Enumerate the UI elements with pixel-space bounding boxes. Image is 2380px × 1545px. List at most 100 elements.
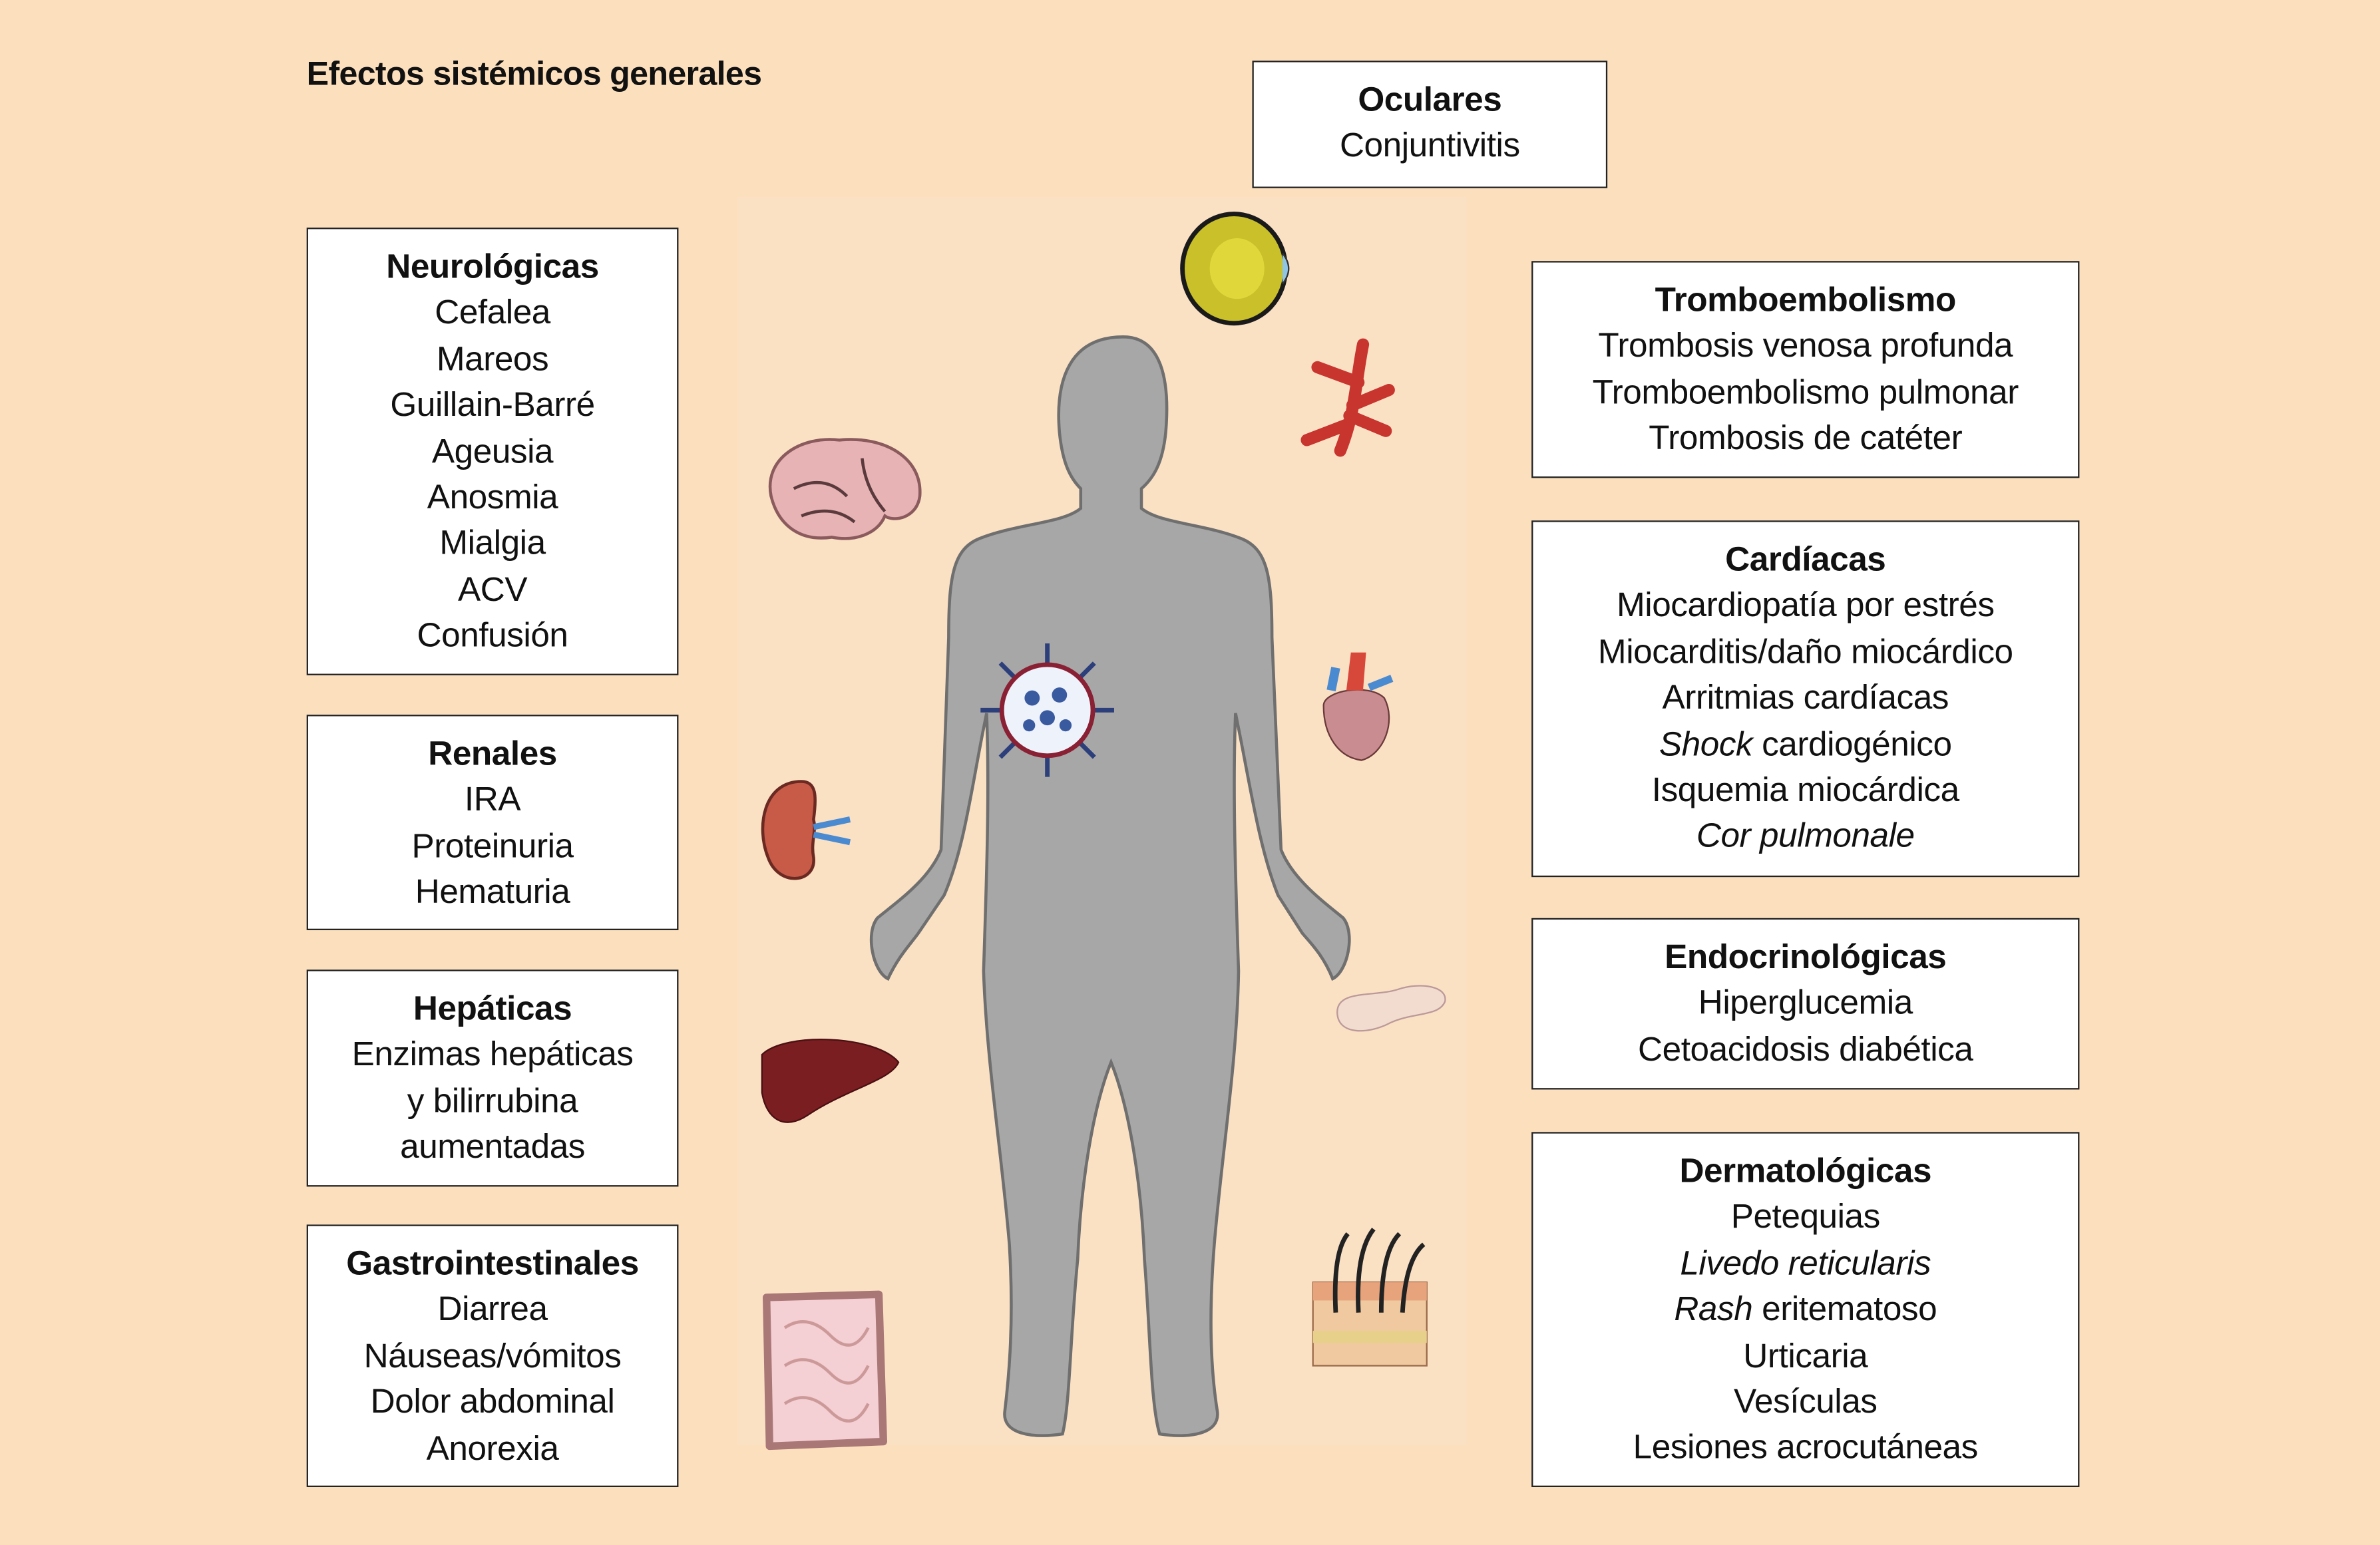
effect-item-text: Hiperglucemia <box>1698 983 1913 1022</box>
effect-item: Cor pulmonale <box>1533 814 2078 860</box>
effect-item: Hematuria <box>308 870 677 916</box>
effect-item-text: Náuseas/vómitos <box>363 1336 622 1375</box>
effect-item: Proteinuria <box>308 824 677 870</box>
effect-item: Trombosis venosa profunda <box>1533 324 2078 370</box>
effect-item-italic: Livedo reticularis <box>1680 1244 1931 1282</box>
effect-item: ACV <box>308 568 677 613</box>
effect-item-text: Trombosis de catéter <box>1649 419 1963 457</box>
effect-item: Petequias <box>1533 1195 2078 1241</box>
effect-item: Anosmia <box>308 475 677 521</box>
effect-item: Conjuntivitis <box>1254 124 1606 170</box>
liver-icon <box>761 1039 900 1123</box>
effect-item-text: Anorexia <box>426 1429 559 1467</box>
effect-item-text: Trombosis venosa profunda <box>1598 327 2013 365</box>
effect-item-text: Tromboembolismo pulmonar <box>1592 373 2019 411</box>
artery-icon <box>1300 338 1395 457</box>
effect-item: Isquemia miocárdica <box>1533 768 2078 814</box>
effect-item: Cetoacidosis diabética <box>1533 1027 2078 1073</box>
category-heading: Tromboembolismo <box>1655 280 1957 319</box>
effect-item-text: Mialgia <box>439 524 546 562</box>
effect-item-text: Conjuntivitis <box>1339 126 1520 165</box>
category-heading: Oculares <box>1358 80 1502 118</box>
effect-item: Tromboembolismo pulmonar <box>1533 370 2078 416</box>
effect-item: Vesículas <box>1533 1379 2078 1425</box>
effect-item: Confusión <box>308 613 677 659</box>
effect-item-italic: Shock <box>1659 725 1753 763</box>
effect-item-text: Confusión <box>417 616 568 655</box>
effect-item: Miocardiopatía por estrés <box>1533 584 2078 629</box>
skin-layers-icon <box>1312 1228 1428 1367</box>
effect-item: Mareos <box>308 337 677 383</box>
effect-item-text: eritematoso <box>1752 1290 1937 1329</box>
effect-item-text: Enzimas hepáticas <box>351 1035 634 1074</box>
effect-item-text: Ageusia <box>431 432 554 470</box>
effect-item-text: Lesiones acrocutáneas <box>1633 1429 1979 1467</box>
effect-item: Anorexia <box>308 1426 677 1472</box>
effect-item-text: Urticaria <box>1743 1336 1868 1375</box>
effect-item: aumentadas <box>308 1124 677 1170</box>
effect-item-text: Anosmia <box>427 478 558 516</box>
effect-item-text: y bilirrubina <box>407 1081 578 1120</box>
category-heading: Renales <box>428 734 557 772</box>
category-heading: Endocrinológicas <box>1665 938 1947 976</box>
kidney-icon <box>761 780 851 880</box>
effect-item-text: cardiogénico <box>1752 725 1952 763</box>
brain-icon <box>768 438 922 540</box>
effect-item: Livedo reticularis <box>1533 1241 2078 1287</box>
effect-item-text: Hematuria <box>415 872 570 911</box>
coronavirus-icon <box>980 643 1114 777</box>
effect-item: Urticaria <box>1533 1333 2078 1379</box>
effect-item: Cefalea <box>308 291 677 337</box>
effect-item: Enzimas hepáticas <box>308 1033 677 1079</box>
effect-item-text: Mareos <box>436 339 549 378</box>
effect-item: Miocarditis/daño miocárdico <box>1533 629 2078 675</box>
effect-item: Diarrea <box>308 1288 677 1333</box>
effect-item: y bilirrubina <box>308 1079 677 1124</box>
category-heading: Dermatológicas <box>1679 1151 1932 1190</box>
effect-item-text: Proteinuria <box>411 826 574 865</box>
effect-item-text: Cetoacidosis diabética <box>1638 1030 1973 1069</box>
effect-item-italic: Rash <box>1674 1290 1753 1329</box>
effect-item: Guillain-Barré <box>308 383 677 429</box>
category-heading: Hepáticas <box>413 989 572 1027</box>
pancreas-icon <box>1336 985 1446 1032</box>
effect-item: Trombosis de catéter <box>1533 416 2078 462</box>
effect-item-text: IRA <box>464 780 521 819</box>
effect-item: Mialgia <box>308 521 677 567</box>
effect-item-text: Guillain-Barré <box>390 385 595 424</box>
effect-item-italic: Cor pulmonale <box>1696 816 1915 855</box>
effect-item-text: Diarrea <box>437 1290 548 1329</box>
eye-icon <box>1180 212 1290 326</box>
category-heading: Neurológicas <box>386 247 599 285</box>
effect-item-text: Miocardiopatía por estrés <box>1616 586 1995 625</box>
heart-icon <box>1322 652 1394 761</box>
effect-item-text: Petequias <box>1730 1198 1881 1236</box>
intestines-icon <box>763 1290 888 1451</box>
effect-item: IRA <box>308 778 677 824</box>
effect-item-text: aumentadas <box>400 1127 585 1166</box>
effect-item-text: Miocarditis/daño miocárdico <box>1597 632 2013 671</box>
effect-item-text: Dolor abdominal <box>370 1383 615 1421</box>
effect-item: Rash eritematoso <box>1533 1287 2078 1333</box>
diagram-title: Efectos sistémicos generales <box>306 55 762 93</box>
category-heading: Cardíacas <box>1725 540 1886 578</box>
effect-item-text: Isquemia miocárdica <box>1651 771 1959 809</box>
effect-item: Arritmias cardíacas <box>1533 675 2078 721</box>
effect-item: Dolor abdominal <box>308 1380 677 1426</box>
effect-item-text: ACV <box>457 570 528 609</box>
effect-item: Lesiones acrocutáneas <box>1533 1425 2078 1471</box>
effect-item: Hiperglucemia <box>1533 981 2078 1027</box>
effect-item-text: Arritmias cardíacas <box>1662 678 1949 717</box>
effect-item-text: Vesículas <box>1733 1382 1878 1421</box>
